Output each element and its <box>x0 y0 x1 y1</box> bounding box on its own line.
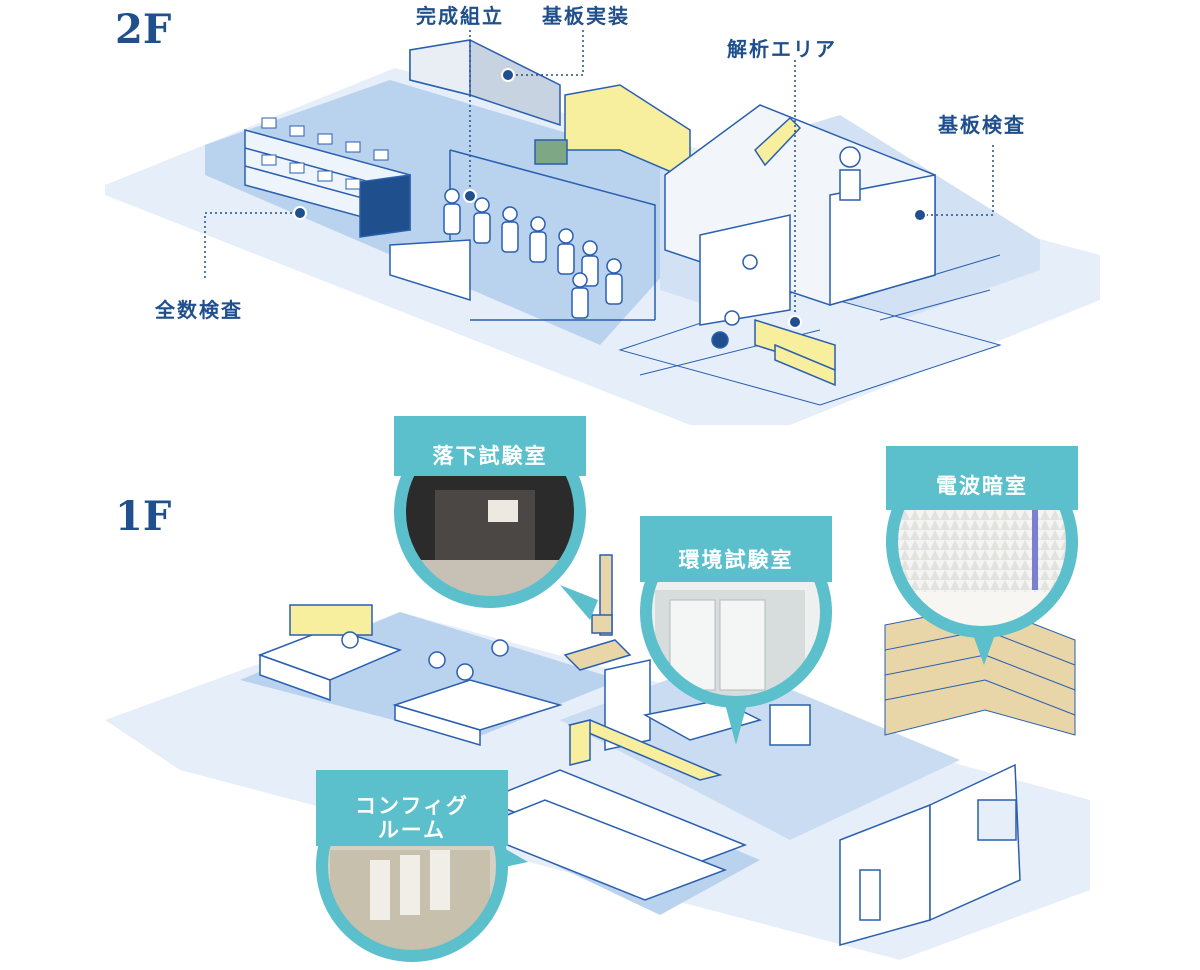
leader-lines-2f <box>204 30 994 320</box>
storage-racks <box>839 763 1021 946</box>
drop-test-bubble <box>394 416 598 620</box>
floor-label-2f: 2F <box>115 6 172 53</box>
floor-1f <box>105 416 1090 962</box>
anechoic-chamber-bubble <box>886 446 1078 665</box>
room-label-config-line2: ルーム <box>377 818 447 842</box>
room-label-environment-test: 環境試験室 <box>678 548 794 572</box>
room-label-anechoic: 電波暗室 <box>936 474 1028 498</box>
area-label-pcb-mounting: 基板実装 <box>542 4 630 28</box>
area-label-full-inspection: 全数検査 <box>155 298 243 322</box>
area-label-analysis: 解析エリア <box>727 37 837 61</box>
floor-2f <box>105 30 1100 425</box>
config-room-bubble <box>316 770 528 962</box>
office-desks <box>257 604 563 747</box>
room-label-drop-test: 落下試験室 <box>432 444 548 468</box>
workers <box>443 188 623 319</box>
smt-line <box>409 39 691 182</box>
area-label-final-assembly: 完成組立 <box>416 4 504 28</box>
floor-1f-lab-zone <box>560 660 960 840</box>
laptop-row <box>261 117 389 190</box>
room-label-config-line1: コンフィグ <box>355 794 469 818</box>
area-label-pcb-inspection: 基板検査 <box>938 113 1026 137</box>
assembly-workbench <box>389 239 471 302</box>
drop-test-rig <box>563 554 632 671</box>
config-room-desks <box>467 719 748 901</box>
environment-test-bubble <box>640 516 832 745</box>
analysis-desks <box>699 214 836 387</box>
leader-dots-2f <box>293 68 927 329</box>
floor-label-1f: 1F <box>115 493 172 540</box>
